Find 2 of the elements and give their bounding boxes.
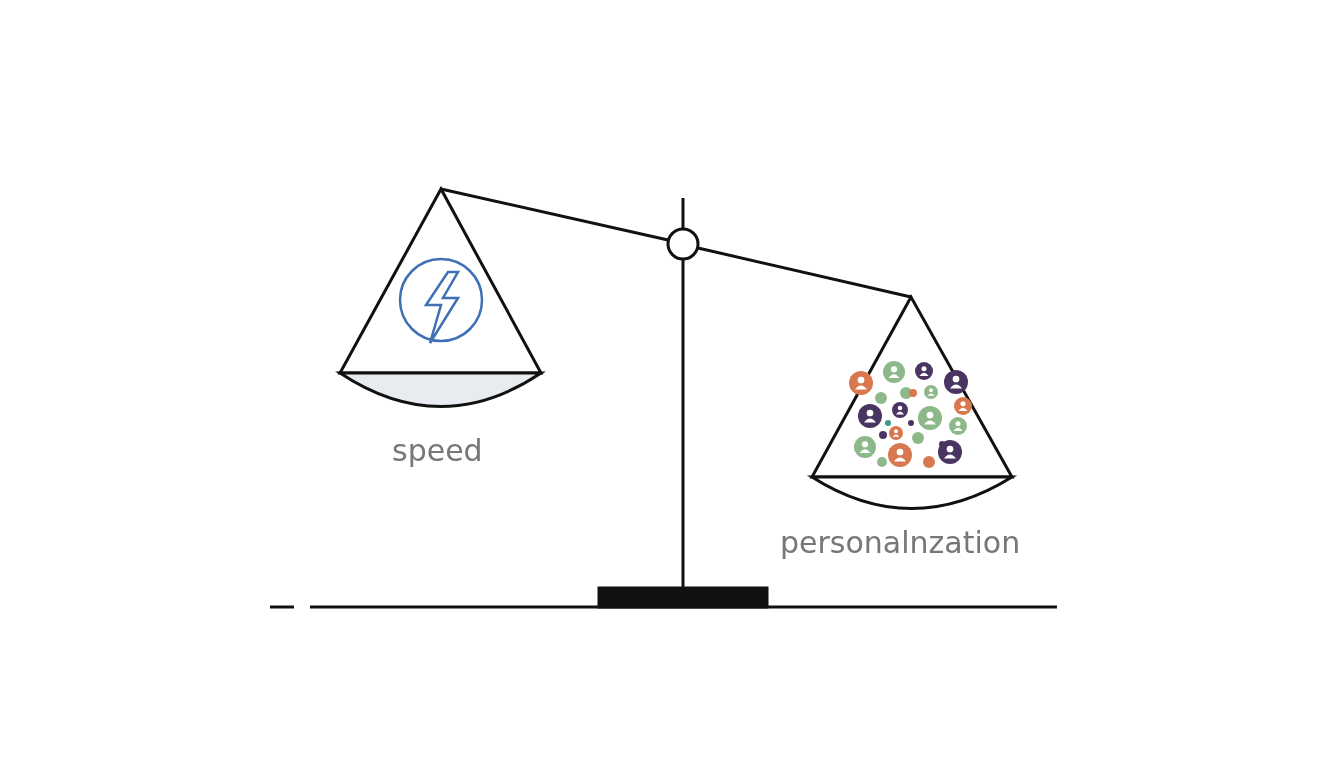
- pan-label: speed: [392, 436, 483, 466]
- pan-label: personalnzation: [780, 528, 1021, 558]
